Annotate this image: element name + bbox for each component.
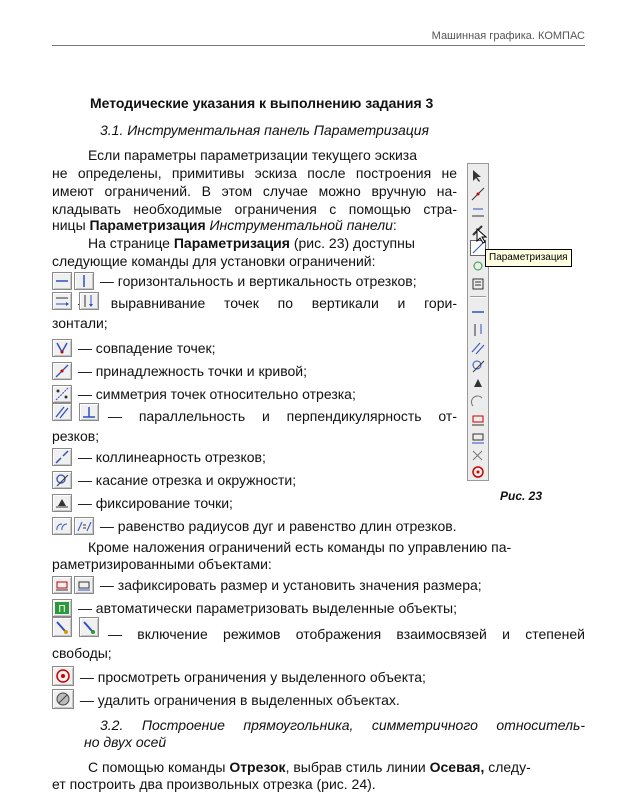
view-constraints-icon xyxy=(52,666,74,686)
fix-point-icon xyxy=(52,494,72,512)
toolbar-horizontal-icon[interactable] xyxy=(470,304,486,320)
header-rule xyxy=(52,45,585,46)
extra-view-constraints: — просмотреть ограничения у выделенного … xyxy=(52,666,426,686)
toolbar-tooltip: Параметризация xyxy=(485,249,572,267)
command-collinear: — коллинеарность отрезков; xyxy=(52,448,266,466)
command-parallel-perpendicular-cont: резков; xyxy=(52,428,100,444)
toolbar-parallel-icon[interactable] xyxy=(470,340,486,356)
figure-caption: Рис. 23 xyxy=(500,489,543,503)
toolbar-view-constraints-icon[interactable] xyxy=(470,464,486,480)
lines-icon[interactable] xyxy=(470,186,486,202)
command-horizontal-vertical: — горизонтальность и вертикальность отре… xyxy=(52,272,417,290)
align-vertical-icon xyxy=(79,292,99,310)
section2-title-line-2: но двух осей xyxy=(84,734,167,750)
equal-length-icon xyxy=(74,517,94,535)
toolbar-collinear-icon[interactable] xyxy=(470,394,486,410)
section2-title-line-1: 3.2. Построение прямоугольника, симметри… xyxy=(100,717,585,733)
extra-display-modes-cont: свободы; xyxy=(52,645,112,661)
extra-display-modes: — включение режимов отображения взаимосв… xyxy=(108,626,585,642)
extra-fix-dimension: — зафиксировать размер и установить знач… xyxy=(52,576,482,594)
symmetry-icon xyxy=(52,385,72,403)
perpendicular-icon xyxy=(79,403,99,421)
intro-line-3: имеют ограничений. В этом случае можно в… xyxy=(52,183,457,199)
intro-line-6: На странице Параметризация (рис. 23) дос… xyxy=(88,235,415,251)
horizontal-icon xyxy=(52,272,72,290)
intro-line-7: следующие команды для установки ограниче… xyxy=(52,253,376,269)
toolbar-align-icon[interactable] xyxy=(470,322,486,338)
toolbar-set-dimension-icon[interactable] xyxy=(470,430,486,446)
fix-dimension-icon xyxy=(52,576,72,594)
svg-text:П: П xyxy=(58,604,66,615)
extra-line-1: Кроме наложения ограничений есть команды… xyxy=(88,539,512,555)
point-on-curve-icon xyxy=(52,362,72,380)
equal-radius-icon xyxy=(52,517,72,535)
section2-paragraph-line-2: ет построить два произвольных отрезка (р… xyxy=(52,776,376,792)
toolbar-separator xyxy=(470,296,486,298)
dimension-icon[interactable] xyxy=(470,204,486,220)
command-point-on-curve: — принадлежность точки и кривой; xyxy=(52,362,307,380)
auto-parametrize-icon: П xyxy=(52,599,72,617)
extra-delete-constraints: — удалить ограничения в выделенных объек… xyxy=(52,689,400,709)
command-parallel-perpendicular: — параллельность и перпендикулярность от… xyxy=(108,408,457,424)
measure-icon[interactable] xyxy=(470,258,486,274)
command-coincidence: — совпадение точек; xyxy=(52,339,216,357)
intro-line-1: Если параметры параметризации текущего э… xyxy=(88,147,417,163)
toolbar-tangent-icon[interactable] xyxy=(470,358,486,374)
align-horizontal-icon xyxy=(52,292,72,310)
command-equal: — равенство радиусов дуг и равенство дли… xyxy=(52,517,457,535)
show-freedom-icon xyxy=(79,617,99,637)
section2-paragraph-line-1: С помощью команды Отрезок, выбрав стиль … xyxy=(88,759,531,775)
command-tangent: — касание отрезка и окружности; xyxy=(52,471,296,489)
set-dimension-value-icon xyxy=(74,576,94,594)
toolbar-fix-dimension-icon[interactable] xyxy=(470,412,486,428)
command-align-points-cont: зонтали; xyxy=(52,315,108,331)
mouse-cursor-icon xyxy=(476,227,488,249)
parallel-icon xyxy=(52,403,72,421)
intro-line-2: не определены, примитивы эскиза после по… xyxy=(52,165,457,181)
command-align-points: — выравнивание точек по вертикали и гори… xyxy=(52,292,457,312)
extra-line-2: раметризированными объектами: xyxy=(52,556,272,572)
parametrization-toolbar xyxy=(467,163,489,481)
running-header: Машинная графика. КОМПАС xyxy=(431,30,585,42)
section-subtitle: 3.1. Инструментальная панель Параметриза… xyxy=(100,122,429,138)
intro-line-5: ницы Параметризация Инструментальной пан… xyxy=(52,217,397,233)
section-title: Методические указания к выполнению задан… xyxy=(90,95,434,111)
wrench-icon[interactable] xyxy=(470,276,486,292)
select-icon[interactable] xyxy=(470,168,486,184)
toolbar-relations-icon[interactable] xyxy=(470,448,486,464)
command-symmetry: — симметрия точек относительно отрезка; xyxy=(52,385,356,403)
command-fix-point: — фиксирование точки; xyxy=(52,494,233,512)
coincidence-icon xyxy=(52,339,72,357)
tangent-icon xyxy=(52,471,72,489)
toolbar-fix-point-icon[interactable] xyxy=(470,376,486,392)
show-relations-icon xyxy=(52,617,72,637)
vertical-icon xyxy=(74,272,94,290)
intro-line-4: кладывать необходимые ограничения с помо… xyxy=(52,201,457,217)
extra-auto-parametrize: П — автоматически параметризовать выделе… xyxy=(52,599,457,617)
delete-constraints-icon xyxy=(52,689,74,709)
parametrize-icon[interactable] xyxy=(470,240,486,256)
collinear-icon xyxy=(52,448,72,466)
